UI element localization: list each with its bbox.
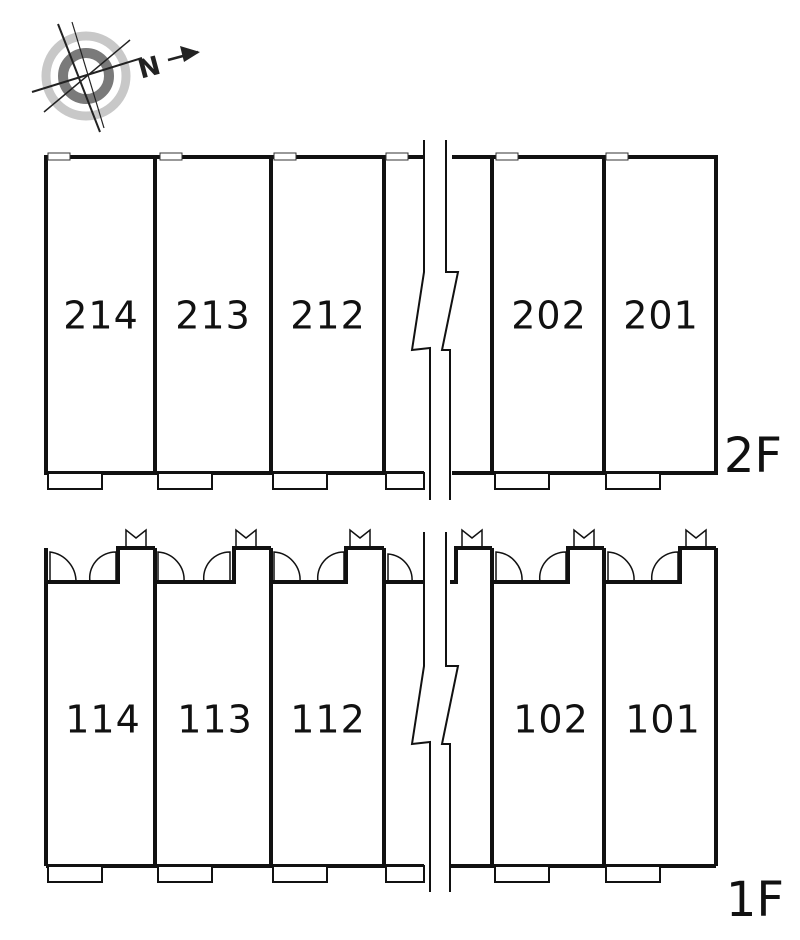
break-line-right — [440, 532, 460, 892]
balcony — [385, 472, 425, 490]
compass-north-label: N — [135, 51, 164, 86]
balcony — [47, 865, 103, 883]
door-swing-icon — [235, 528, 257, 548]
door-swing-icon — [607, 551, 635, 583]
entrance-wall — [46, 546, 155, 584]
room-label-112: 112 — [290, 698, 366, 742]
door-swing-icon — [685, 528, 707, 548]
window — [495, 152, 519, 161]
door-swing-icon — [349, 528, 371, 548]
door-swing-icon — [495, 551, 523, 583]
break-line-left — [410, 532, 431, 892]
window — [159, 152, 183, 161]
compass-needle-4 — [71, 21, 105, 129]
balcony — [494, 865, 550, 883]
entrance-wall — [604, 546, 716, 584]
entrance-wall — [450, 546, 492, 584]
compass-needle-2 — [31, 57, 143, 93]
door-swing-icon — [387, 553, 413, 583]
compass-outer-ring — [41, 31, 131, 121]
entrance-wall — [155, 546, 271, 584]
room-label-212: 212 — [290, 294, 366, 338]
window — [47, 152, 71, 161]
break-line-right — [440, 140, 460, 500]
door-swing-icon — [88, 551, 117, 583]
floor-label-1f: 1F — [726, 872, 784, 928]
window — [605, 152, 629, 161]
door-swing-icon — [157, 551, 185, 583]
balcony — [272, 865, 328, 883]
floor-label-2f: 2F — [724, 428, 782, 484]
balcony — [385, 865, 425, 883]
room-label-202: 202 — [511, 294, 587, 338]
balcony — [157, 472, 213, 490]
door-swing-icon — [125, 528, 147, 548]
door-swing-icon — [650, 551, 679, 583]
door-swing-icon — [49, 551, 77, 583]
balcony — [157, 865, 213, 883]
room-label-214: 214 — [63, 294, 139, 338]
balconies-2f — [47, 472, 661, 490]
window — [385, 152, 409, 161]
break-line-left — [410, 140, 431, 500]
compass-arrow-head — [180, 46, 200, 62]
room-label-114: 114 — [65, 698, 141, 742]
door-swing-icon — [202, 551, 231, 583]
balcony — [605, 865, 661, 883]
room-label-101: 101 — [625, 698, 701, 742]
balconies-1f — [47, 865, 661, 883]
floor-1f: 114 113 112 102 101 1F — [44, 528, 784, 928]
compass-needle-3 — [43, 39, 131, 113]
entrance-wall — [271, 546, 384, 584]
windows-top — [47, 152, 629, 161]
room-label-201: 201 — [623, 294, 699, 338]
entrance-wall — [492, 546, 604, 584]
balcony — [605, 472, 661, 490]
balcony — [494, 472, 550, 490]
compass-inner-ring — [58, 48, 114, 104]
compass-icon: N — [31, 21, 200, 133]
balcony — [272, 472, 328, 490]
door-swing-icon — [461, 528, 483, 548]
door-swing-icon — [573, 528, 595, 548]
window — [273, 152, 297, 161]
room-label-102: 102 — [513, 698, 589, 742]
door-swing-icon — [538, 551, 567, 583]
door-swing-icon — [316, 551, 345, 583]
entrances-1f — [46, 528, 716, 584]
room-label-113: 113 — [177, 698, 253, 742]
balcony — [47, 472, 103, 490]
floor-2f: 214 213 212 202 201 2F — [44, 140, 782, 500]
door-swing-icon — [273, 551, 301, 583]
room-label-213: 213 — [175, 294, 251, 338]
